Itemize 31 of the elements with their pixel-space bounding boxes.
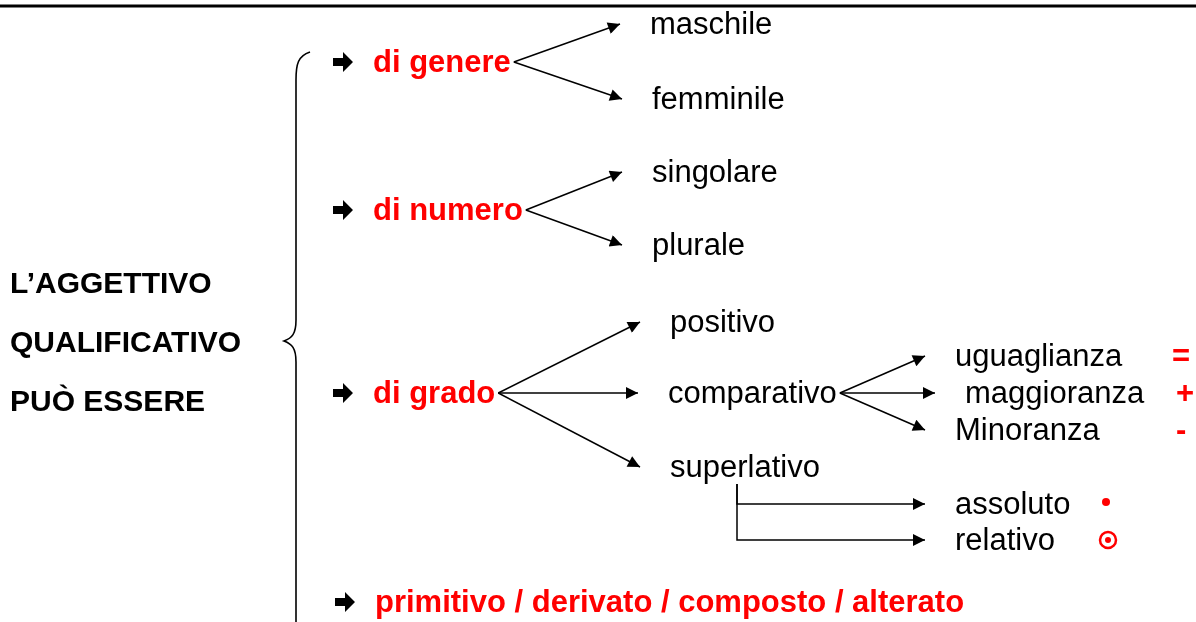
- arrow: [497, 392, 641, 468]
- category-label: di grado: [373, 375, 496, 410]
- term-label: assoluto: [955, 486, 1071, 521]
- arrow: [839, 355, 926, 394]
- arrow: [525, 170, 623, 211]
- arrow: [736, 483, 926, 546]
- arrow: [513, 61, 623, 101]
- title-text: L’AGGETTIVO QUALIFICATIVO PUÒ ESSERE: [10, 264, 243, 419]
- category-label: di numero: [373, 192, 523, 227]
- arrow: [525, 209, 623, 247]
- term-label: comparativo: [668, 375, 837, 410]
- term-label: relativo: [955, 522, 1055, 557]
- arrow: [513, 22, 621, 63]
- term-label: femminile: [652, 81, 785, 116]
- term-label: Minoranza: [955, 412, 1100, 447]
- sign-symbol: -: [1176, 412, 1187, 448]
- term-label: singolare: [652, 154, 778, 189]
- category-label: primitivo / derivato / composto / alterato: [375, 584, 965, 619]
- term-label: maggioranza: [965, 375, 1145, 410]
- term-label: superlativo: [670, 449, 820, 484]
- arrow: [497, 387, 639, 399]
- sign-symbol: =: [1172, 338, 1191, 374]
- term-label: maschile: [650, 6, 773, 41]
- category-label: di genere: [373, 44, 511, 79]
- term-label: plurale: [652, 227, 746, 262]
- sign-symbol: +: [1176, 375, 1195, 411]
- arrow: [497, 321, 641, 394]
- arrow: [839, 387, 936, 399]
- term-label: positivo: [670, 304, 776, 339]
- term-label: uguaglianza: [955, 338, 1123, 373]
- arrow: [839, 392, 926, 431]
